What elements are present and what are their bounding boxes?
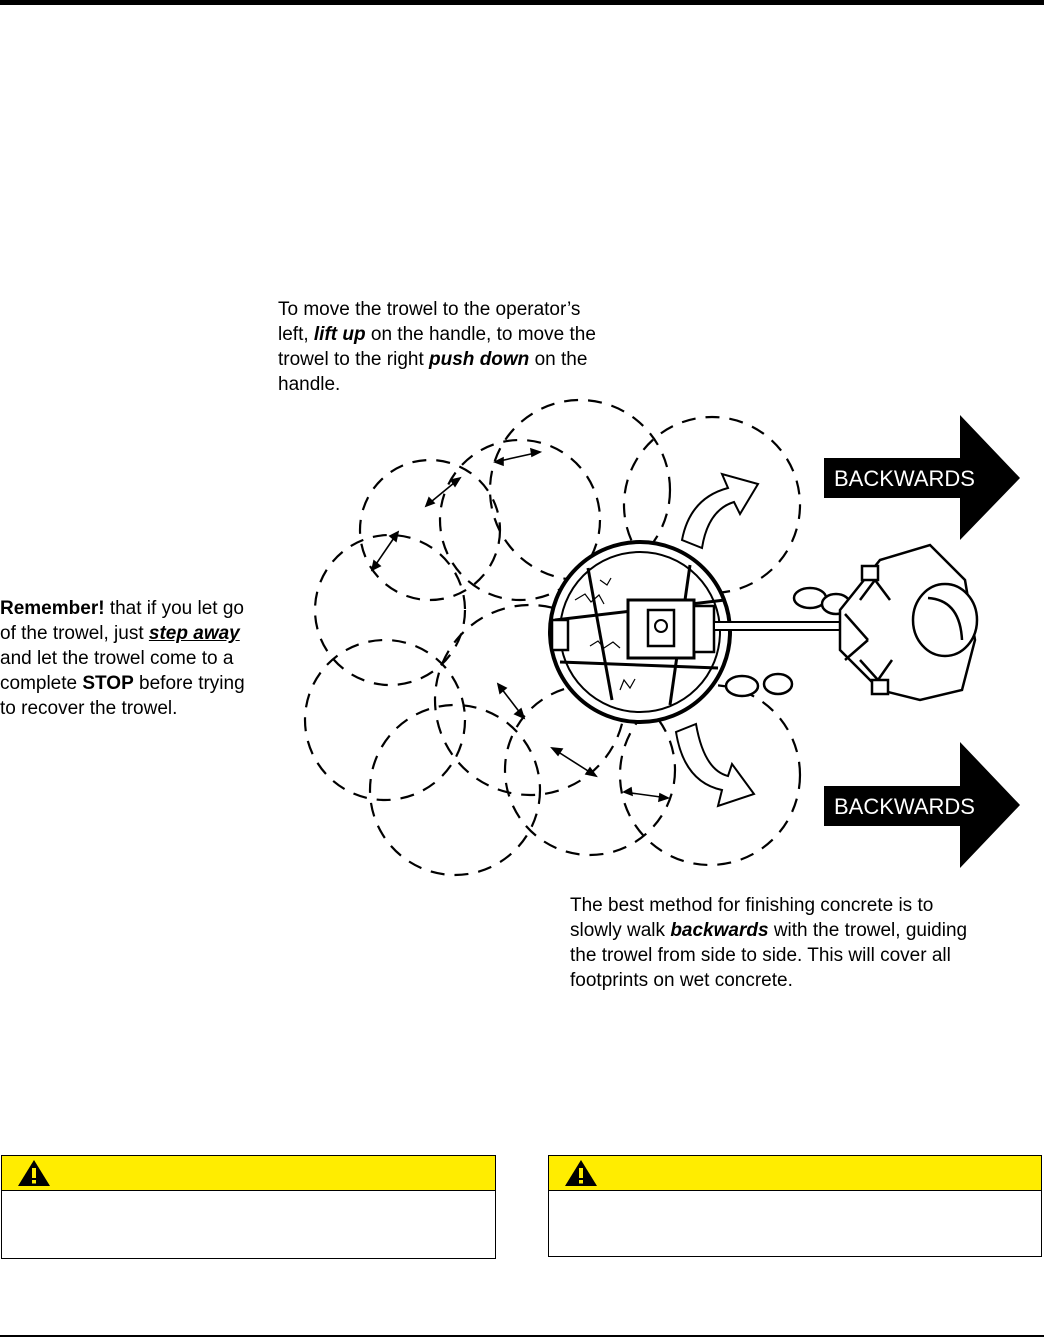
emphasis-step-away: step away	[148, 623, 240, 644]
path-circle	[358, 458, 502, 602]
path-circle	[488, 398, 672, 582]
emphasis-push-down: push down	[429, 349, 530, 370]
note-text: of the trowel, just	[0, 623, 149, 644]
note-move-trowel: To move the trowel to the operator’s lef…	[278, 297, 596, 397]
note-text: complete	[0, 673, 83, 694]
path-circle	[618, 683, 802, 867]
note-text: footprints on wet concrete.	[570, 970, 793, 991]
note-text: slowly walk	[570, 920, 671, 941]
path-circle	[622, 415, 802, 595]
note-text: on the handle, to move the	[365, 324, 596, 345]
warning-box-right	[548, 1155, 1042, 1257]
warning-header-bar	[549, 1156, 1041, 1191]
note-text: handle.	[278, 374, 341, 395]
emphasis-backwards: backwards	[670, 920, 769, 941]
note-text: trowel to the right	[278, 349, 430, 370]
top-rule	[0, 0, 1044, 5]
warning-triangle-icon	[18, 1160, 50, 1186]
backwards-label-bottom: BACKWARDS	[834, 794, 975, 819]
note-text: to recover the trowel.	[0, 698, 178, 719]
double-arrow-icon	[424, 476, 462, 508]
note-text: To move the trowel to the operator’s	[278, 299, 581, 320]
note-text: The best method for finishing concrete i…	[570, 895, 934, 916]
path-circle	[438, 438, 602, 602]
curved-arrow-up-icon	[680, 472, 760, 550]
curved-arrow-down-icon	[674, 722, 756, 808]
emphasis-remember: Remember!	[0, 598, 105, 619]
warning-triangle-icon	[565, 1160, 597, 1186]
bottom-rule	[0, 1335, 1044, 1337]
note-text: on the	[529, 349, 588, 370]
warning-box-left	[1, 1155, 496, 1259]
double-arrow-icon	[493, 447, 543, 467]
backwards-arrow-shape	[824, 415, 1020, 540]
backwards-label-top: BACKWARDS	[834, 466, 975, 491]
double-arrow-icon	[550, 747, 598, 778]
path-circle	[303, 638, 467, 802]
double-arrow-icon	[622, 786, 671, 803]
note-remember: Remember! that if you let go of the trow…	[0, 596, 245, 721]
power-trowel-icon	[548, 540, 845, 724]
note-text: left,	[278, 324, 314, 345]
path-circle	[313, 533, 467, 687]
emphasis-stop: STOP	[82, 673, 134, 694]
backwards-arrow-shape	[824, 742, 1020, 868]
path-circle	[368, 703, 542, 877]
note-text: with the trowel, guiding	[768, 920, 968, 941]
double-arrow-icon	[496, 682, 526, 720]
note-best-method: The best method for finishing concrete i…	[570, 893, 967, 993]
note-text: the trowel from side to side. This will …	[570, 945, 951, 966]
emphasis-lift-up: lift up	[313, 324, 366, 345]
note-text: before trying	[133, 673, 245, 694]
double-arrow-icon	[370, 530, 400, 572]
operator-figure-icon	[724, 543, 979, 702]
note-text: and let the trowel come to a	[0, 648, 234, 669]
warning-header-bar	[2, 1156, 495, 1191]
path-circle	[503, 683, 677, 857]
note-text: that if you let go	[104, 598, 244, 619]
